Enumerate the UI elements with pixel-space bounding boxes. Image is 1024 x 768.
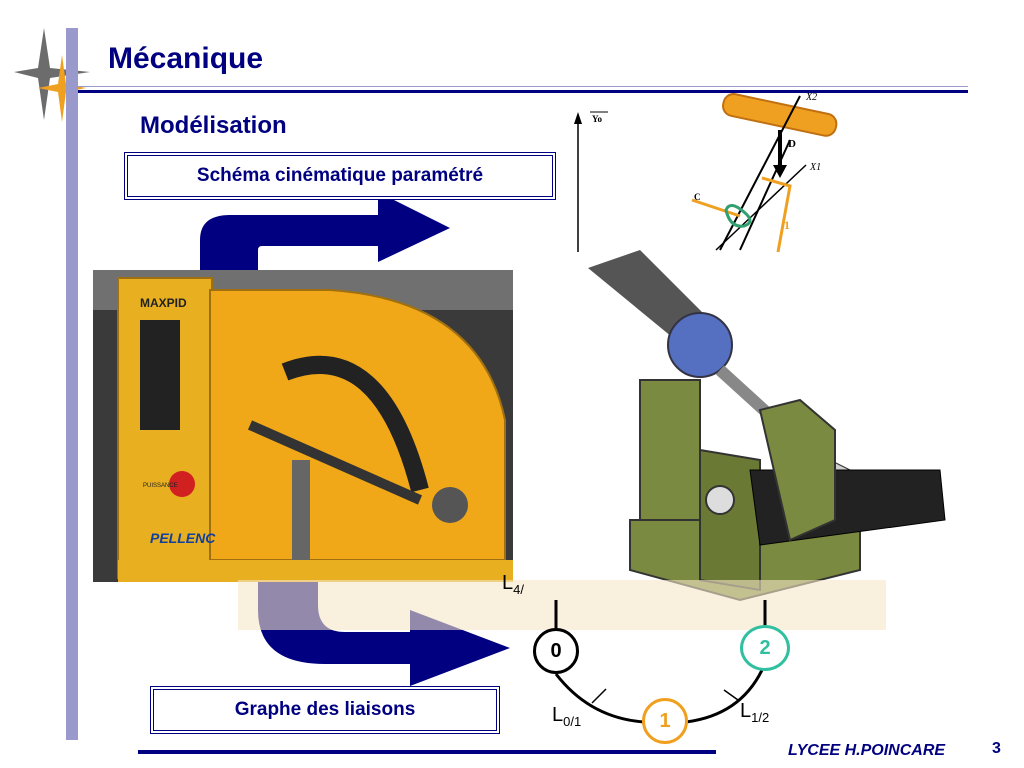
axis-y-label: Yo [592,114,603,124]
footer-school: LYCEE H.POINCARE [788,742,946,759]
photo-brand-bottom: PELLENC [150,530,216,546]
x2-label: X2 [806,92,818,103]
solid-1-label: 1 [784,218,790,232]
section-subtitle: Modélisation [140,112,287,139]
header-rule [78,90,968,93]
star-logo-icon [14,28,90,122]
cad-render [528,250,946,602]
page-number: 3 [992,740,1001,757]
footer-rule [138,750,716,754]
graph-node-2: 2 [740,625,790,671]
point-c-label: C [694,192,701,202]
point-d-label: D [788,138,796,150]
header-rule-thin [78,86,968,87]
arrow-to-diagram-icon [200,192,450,305]
kinematic-diagram [574,93,838,253]
arrow-to-graph-icon [258,565,510,686]
liaison-label-4: L4/ [502,572,524,597]
photo-power-button: PUISSANCE [143,483,178,489]
graph-node-1: 1 [642,698,688,744]
kinematic-schema-box: Schéma cinématique paramétré [124,152,556,200]
page-title: Mécanique [108,42,264,75]
maxpid-photo [93,270,513,582]
liaison-label-1-2: L1/2 [740,700,770,725]
liaison-graph-box: Graphe des liaisons [150,686,500,734]
faded-background [238,580,886,630]
graph-node-0: 0 [533,628,579,674]
photo-brand-top: MAXPID [140,296,187,310]
liaison-graph-edges [554,600,767,724]
x1-label: X1 [810,162,822,173]
left-accent-bar [66,28,78,740]
liaison-label-0-1: L0/1 [552,704,582,729]
